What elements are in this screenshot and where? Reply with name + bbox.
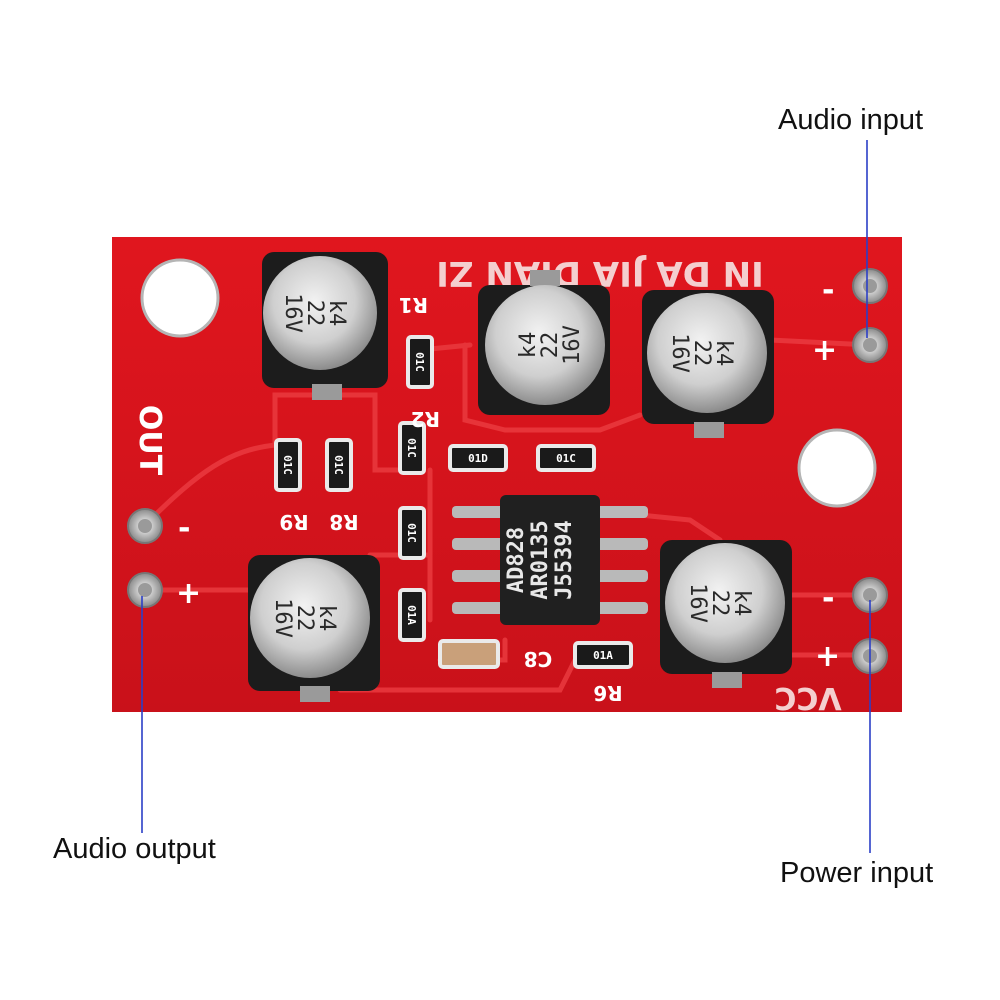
svg-text:AD828: AD828 xyxy=(504,527,529,593)
svg-text:k4: k4 xyxy=(516,332,541,359)
audio-input-label: Audio input xyxy=(778,104,924,136)
capacitor: k4 22 16V xyxy=(660,540,792,688)
svg-text:k4: k4 xyxy=(711,340,736,367)
out-label: OUT xyxy=(132,405,167,476)
svg-text:22: 22 xyxy=(292,605,317,632)
smd-component: 01A xyxy=(398,588,426,642)
smd-component: 01C xyxy=(325,438,353,492)
svg-text:01D: 01D xyxy=(468,452,488,465)
svg-text:16V: 16V xyxy=(560,325,585,365)
ic-chip: AD828 AR0135 J55394 xyxy=(452,495,648,625)
svg-text:01C: 01C xyxy=(281,455,294,475)
svg-text:01A: 01A xyxy=(405,605,418,625)
svg-text:01C: 01C xyxy=(405,438,418,458)
svg-text:22: 22 xyxy=(538,332,563,359)
ref-r9: R9 xyxy=(279,510,308,534)
capacitor: k4 22 16V xyxy=(478,270,610,415)
smd-component: 01A xyxy=(573,641,633,669)
smd-component: 01C xyxy=(406,335,434,389)
plus-label-out: + xyxy=(176,576,201,611)
ceramic-capacitor xyxy=(438,639,500,669)
svg-text:01A: 01A xyxy=(593,649,613,662)
ref-r8: R8 xyxy=(329,510,358,534)
ref-r2: R2 xyxy=(411,407,440,431)
smd-component: 01C xyxy=(536,444,596,472)
minus-label-vcc: - xyxy=(822,581,834,616)
svg-text:22: 22 xyxy=(302,300,327,327)
svg-text:22: 22 xyxy=(707,590,732,617)
ref-r1: R1 xyxy=(399,293,428,317)
smd-component: 01C xyxy=(398,506,426,560)
svg-text:16V: 16V xyxy=(280,293,305,333)
smd-component: 01C xyxy=(274,438,302,492)
svg-text:AR0135: AR0135 xyxy=(528,520,553,599)
svg-text:16V: 16V xyxy=(667,333,692,373)
svg-text:k4: k4 xyxy=(324,300,349,327)
ref-c8: C8 xyxy=(524,647,553,671)
svg-text:01C: 01C xyxy=(405,523,418,543)
mounting-hole xyxy=(140,258,220,338)
svg-text:01C: 01C xyxy=(556,452,576,465)
svg-text:01C: 01C xyxy=(332,455,345,475)
svg-text:16V: 16V xyxy=(270,598,295,638)
svg-text:22: 22 xyxy=(689,340,714,367)
minus-label-out: - xyxy=(178,511,190,546)
plus-label-in: + xyxy=(812,333,837,368)
ref-r6: R6 xyxy=(593,681,622,705)
svg-text:k4: k4 xyxy=(314,605,339,632)
capacitor: k4 22 16V xyxy=(248,555,380,702)
svg-text:01C: 01C xyxy=(413,352,426,372)
vcc-label: VCC xyxy=(774,680,841,715)
plus-label-vcc: + xyxy=(815,639,840,674)
power-input-label: Power input xyxy=(780,857,934,889)
minus-label-in: - xyxy=(822,273,834,308)
mounting-hole xyxy=(797,428,877,508)
smd-component: 01C xyxy=(398,421,426,475)
capacitor: k4 22 16V xyxy=(642,290,774,438)
capacitor: k4 22 16V xyxy=(262,252,388,400)
svg-text:16V: 16V xyxy=(685,583,710,623)
callout-lines xyxy=(141,140,871,853)
svg-text:J55394: J55394 xyxy=(552,520,577,599)
smd-component: 01D xyxy=(448,444,508,472)
audio-output-label: Audio output xyxy=(53,833,216,865)
svg-text:k4: k4 xyxy=(729,590,754,617)
